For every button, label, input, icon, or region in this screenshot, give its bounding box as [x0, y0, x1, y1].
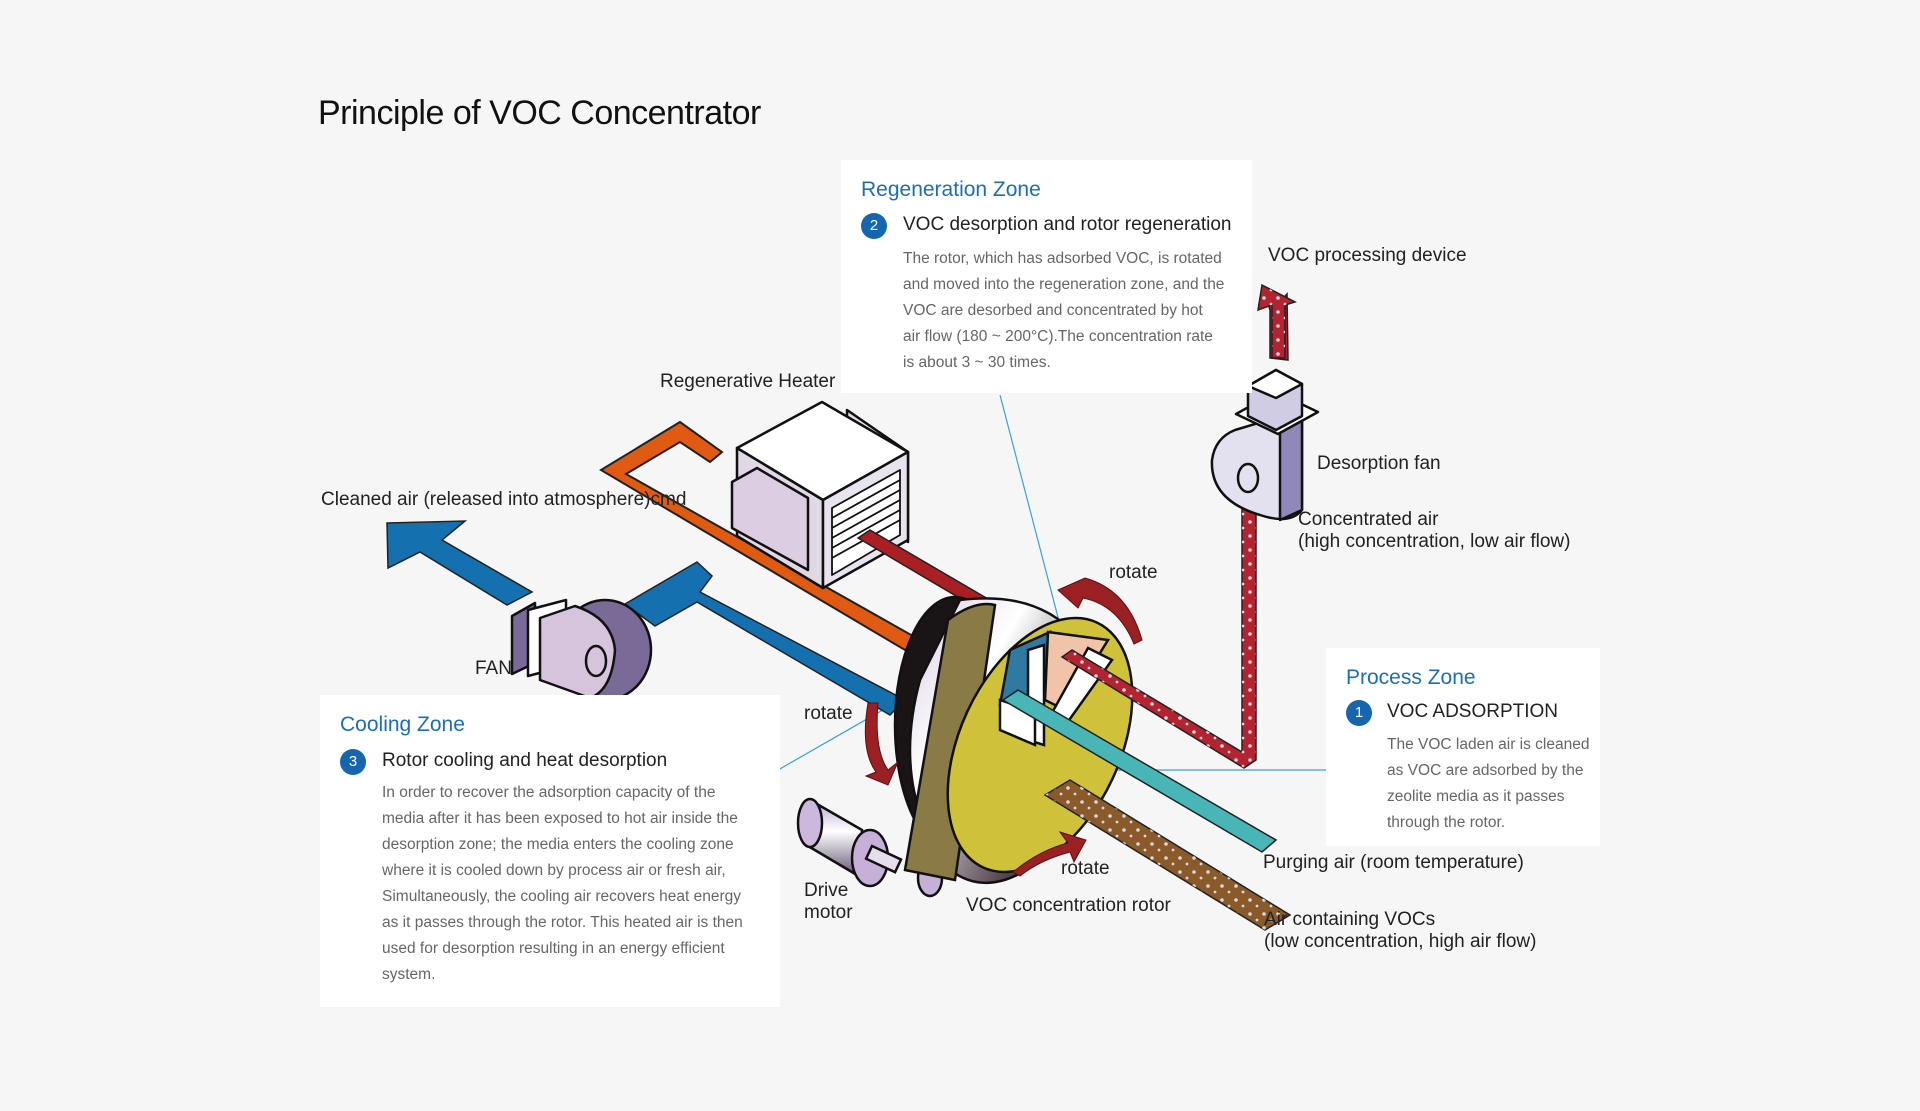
- drive-motor-line-1: Drive: [804, 880, 849, 901]
- desc-line: desorption zone; the media enters the co…: [382, 836, 734, 853]
- rotate-arrows: [864, 577, 1143, 877]
- desc-line: where it is cooled down by process air o…: [382, 862, 726, 879]
- step-badge-2: 2: [861, 213, 887, 239]
- label-regenerative-heater: Regenerative Heater: [660, 371, 836, 392]
- label-desorption-fan: Desorption fan: [1317, 453, 1441, 474]
- fan: [510, 598, 653, 702]
- cleaned-air-arrow: [386, 520, 534, 606]
- process-heading: VOC ADSORPTION: [1387, 701, 1559, 722]
- rotate-arrow-top: [1057, 577, 1143, 645]
- regeneration-heading: VOC desorption and rotor regeneration: [903, 214, 1232, 235]
- regeneration-description: The rotor, which has adsorbed VOC, is ro…: [903, 246, 1224, 376]
- step-badge-3: 3: [340, 749, 366, 775]
- desc-line: The rotor, which has adsorbed VOC, is ro…: [903, 250, 1222, 267]
- desc-line: as it passes through the rotor. This hea…: [382, 914, 743, 931]
- desc-line: system.: [382, 966, 436, 983]
- leader-regeneration: [999, 394, 1067, 649]
- page-title: Principle of VOC Concentrator: [318, 94, 761, 132]
- label-purging-air: Purging air (room temperature): [1263, 852, 1524, 873]
- desc-line: as VOC are adsorbed by the: [1387, 762, 1584, 779]
- voc-concentration-rotor: [893, 595, 1134, 885]
- cooling-zone-title: Cooling Zone: [340, 713, 465, 736]
- label-rotate-bottom: rotate: [1061, 858, 1110, 879]
- process-description: The VOC laden air is cleaned as VOC are …: [1387, 732, 1589, 836]
- label-voc-processing-device: VOC processing device: [1268, 245, 1467, 266]
- label-rotate-left: rotate: [804, 703, 853, 724]
- label-air-vocs: Air containing VOCs (low concentration, …: [1264, 909, 1536, 953]
- step-badge-1: 1: [1346, 700, 1372, 726]
- label-drive-motor: Drive motor: [804, 880, 853, 924]
- voc-air-duct: [1043, 779, 1292, 931]
- label-fan: FAN: [475, 658, 512, 679]
- label-concentrated-air: Concentrated air (high concentration, lo…: [1298, 509, 1570, 553]
- concentrated-air-line-1: Concentrated air: [1298, 509, 1439, 530]
- desc-line: The VOC laden air is cleaned: [1387, 736, 1590, 753]
- desc-line: zeolite media as it passes: [1387, 788, 1565, 805]
- regeneration-zone-title: Regeneration Zone: [861, 178, 1041, 201]
- purging-air-duct: [1001, 689, 1278, 853]
- desc-line: through the rotor.: [1387, 814, 1506, 831]
- concentrated-air-line-2: (high concentration, low air flow): [1298, 531, 1571, 552]
- desc-line: VOC are desorbed and concentrated by hot: [903, 302, 1203, 319]
- air-vocs-line-1: Air containing VOCs: [1264, 909, 1436, 930]
- label-cleaned-air: Cleaned air (released into atmosphere)cm…: [321, 489, 687, 510]
- desc-line: used for desorption resulting in an ener…: [382, 940, 725, 957]
- regeneration-zone-panel: Regeneration Zone 2 VOC desorption and r…: [841, 160, 1252, 393]
- rotate-arrow-left: [864, 702, 899, 786]
- label-rotate-top: rotate: [1109, 562, 1158, 583]
- rotate-arrow-bottom: [1012, 831, 1087, 877]
- desorption-fan: [1210, 368, 1320, 522]
- process-zone-panel: Process Zone 1 VOC ADSORPTION The VOC la…: [1326, 648, 1600, 846]
- air-vocs-line-2: (low concentration, high air flow): [1264, 931, 1537, 952]
- desc-line: In order to recover the adsorption capac…: [382, 784, 716, 801]
- desc-line: air flow (180 ~ 200°C).The concentration…: [903, 328, 1213, 345]
- drive-motor-line-2: motor: [804, 902, 853, 923]
- desc-line: is about 3 ~ 30 times.: [903, 354, 1051, 371]
- cooling-description: In order to recover the adsorption capac…: [382, 780, 743, 988]
- desc-line: Simultaneously, the cooling air recovers…: [382, 888, 741, 905]
- cooling-zone-panel: Cooling Zone 3 Rotor cooling and heat de…: [320, 695, 780, 1007]
- label-voc-rotor: VOC concentration rotor: [966, 895, 1171, 916]
- desc-line: and moved into the regeneration zone, an…: [903, 276, 1225, 293]
- regenerative-heater: [730, 400, 910, 590]
- desc-line: media after it has been exposed to hot a…: [382, 810, 738, 827]
- process-zone-title: Process Zone: [1346, 666, 1476, 689]
- cooling-heading: Rotor cooling and heat desorption: [382, 750, 668, 771]
